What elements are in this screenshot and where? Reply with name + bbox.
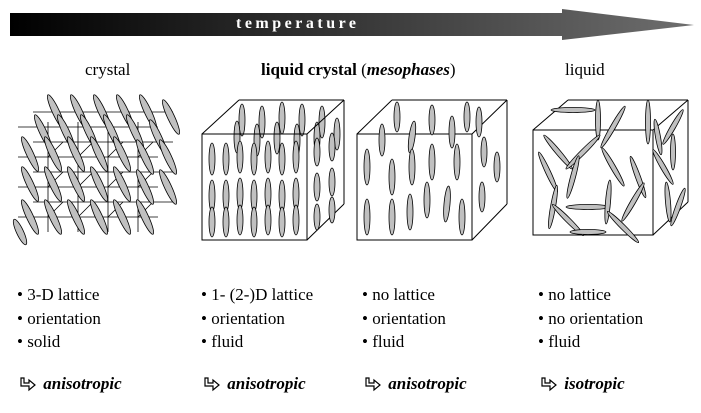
- result-text: anisotropic: [388, 374, 467, 393]
- props-nematic: no lattice orientation fluid: [362, 283, 446, 354]
- prop-item: solid: [17, 330, 101, 354]
- heading-crystal: crystal: [85, 60, 131, 79]
- liquid-cube-illustration: [532, 99, 689, 244]
- prop-item: no lattice: [538, 283, 643, 307]
- prop-item: no orientation: [538, 307, 643, 331]
- crystal-lattice-illustration: [12, 94, 181, 246]
- heading-liquid-crystal-text: liquid crystal: [261, 60, 357, 79]
- result-crystal: anisotropic: [17, 374, 122, 394]
- props-liquid: no lattice no orientation fluid: [538, 283, 643, 354]
- temperature-label: temperature: [236, 15, 360, 32]
- arrow-shape-icon: [10, 9, 694, 40]
- paren-close: ): [449, 60, 456, 79]
- prop-item: 3-D lattice: [17, 283, 101, 307]
- hook-arrow-icon: [365, 377, 381, 392]
- result-text: isotropic: [564, 374, 625, 393]
- smectic-cube-illustration: [201, 99, 345, 241]
- prop-item: 1- (2-)D lattice: [201, 283, 313, 307]
- prop-item: orientation: [201, 307, 313, 331]
- prop-item: no lattice: [362, 283, 446, 307]
- paren-open: (: [356, 60, 367, 79]
- nematic-cube-illustration: [356, 99, 508, 241]
- result-text: anisotropic: [43, 374, 122, 393]
- hook-arrow-icon: [204, 377, 220, 392]
- prop-item: fluid: [362, 330, 446, 354]
- hook-arrow-icon: [20, 377, 36, 392]
- props-smectic: 1- (2-)D lattice orientation fluid: [201, 283, 313, 354]
- result-liquid: isotropic: [538, 374, 625, 394]
- prop-item: fluid: [538, 330, 643, 354]
- prop-item: orientation: [17, 307, 101, 331]
- props-crystal: 3-D lattice orientation solid: [17, 283, 101, 354]
- prop-item: fluid: [201, 330, 313, 354]
- hook-arrow-icon: [541, 377, 557, 392]
- heading-liquid: liquid: [565, 60, 605, 79]
- result-nematic: anisotropic: [362, 374, 467, 394]
- prop-item: orientation: [362, 307, 446, 331]
- result-smectic: anisotropic: [201, 374, 306, 394]
- result-text: anisotropic: [227, 374, 306, 393]
- heading-mesophases: mesophases: [366, 60, 450, 79]
- heading-liquid-crystal: liquid crystal (mesophases): [261, 60, 456, 80]
